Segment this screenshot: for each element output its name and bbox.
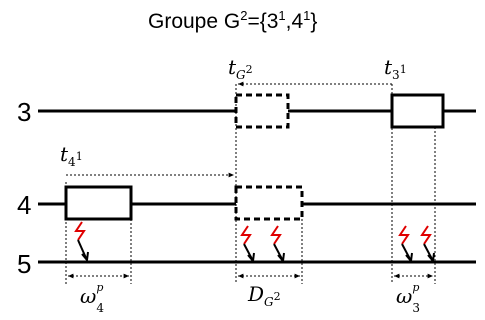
lane-3-task-box — [390, 93, 445, 129]
diagram-title: Groupe G2={31,41} — [148, 8, 317, 33]
label-t31: t31 — [384, 55, 407, 82]
label-DG2: DG2 — [247, 282, 281, 309]
lightning-icon — [74, 221, 89, 263]
label-t41: t41 — [60, 142, 83, 169]
lightning-icon — [420, 225, 435, 264]
lane-4-group-slot — [234, 185, 304, 221]
vertical-guides — [65, 84, 436, 284]
lane-4-task-box — [64, 185, 133, 221]
lightning-icon — [240, 225, 255, 264]
label-tG2: tG2 — [228, 55, 253, 82]
lightning-icon — [398, 225, 413, 264]
lane-label-4: 4 — [17, 190, 31, 220]
lightning-icon — [270, 225, 285, 264]
lane-label-5: 5 — [17, 249, 31, 279]
lane-label-3: 3 — [17, 97, 31, 127]
lane-3-group-slot — [234, 93, 290, 129]
lightning-bolts — [74, 221, 435, 264]
